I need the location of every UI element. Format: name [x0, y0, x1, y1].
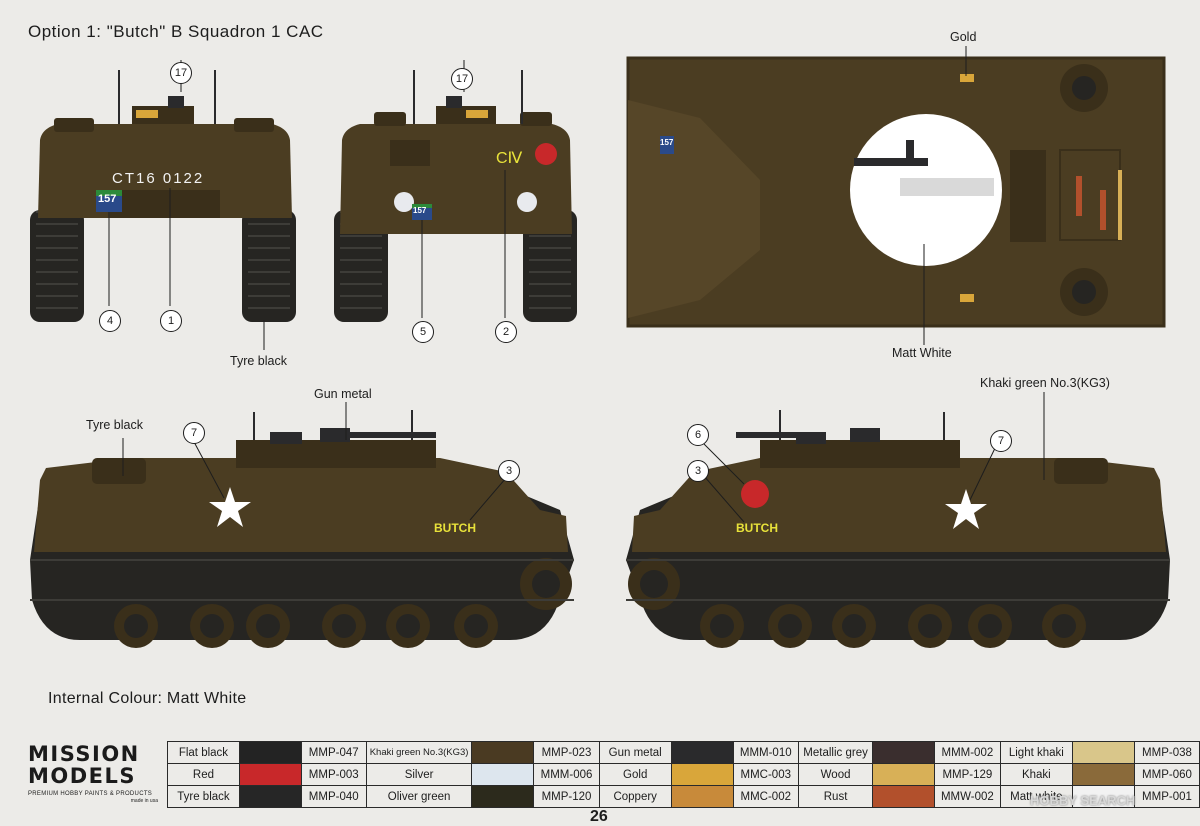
- label-khaki-green: Khaki green No.3(KG3): [980, 376, 1110, 390]
- paint-code: MMM-010: [732, 741, 799, 764]
- butch-marking-right: BUTCH: [736, 521, 778, 535]
- paint-name: Wood: [797, 763, 874, 786]
- paint-code: MMP-129: [934, 763, 1001, 786]
- callout-3-right: 3: [687, 460, 709, 482]
- paint-name: Flat black: [167, 741, 240, 764]
- front-view: [30, 60, 296, 350]
- label-tyre-black-front: Tyre black: [230, 354, 287, 368]
- top-view: [626, 46, 1166, 345]
- paint-code: MMP-040: [300, 785, 367, 808]
- bridge-marking-rear: 157: [413, 206, 427, 215]
- paint-name: Coppery: [598, 785, 672, 808]
- paint-name: Gun metal: [598, 741, 672, 764]
- serial-marking: CT16 0122: [112, 170, 205, 187]
- paint-swatch: [238, 763, 302, 786]
- label-gold: Gold: [950, 30, 977, 44]
- bridge-marking-front: 157: [98, 193, 117, 205]
- callout-17-rear: 17: [451, 68, 473, 90]
- right-side-view: [626, 392, 1170, 648]
- paint-name: Light khaki: [999, 741, 1074, 764]
- callout-5: 5: [412, 321, 434, 343]
- paint-code: MMP-003: [300, 763, 367, 786]
- paint-swatch: [471, 741, 535, 764]
- cv-marking: CⅣ: [496, 150, 523, 167]
- mission-models-logo: MISSION MODELS PREMIUM HOBBY PAINTS & PR…: [28, 742, 158, 804]
- paint-code: MMW-002: [934, 785, 1001, 808]
- callout-7-right: 7: [990, 430, 1012, 452]
- paint-swatch: [1072, 741, 1135, 764]
- paint-code: MMP-060: [1133, 763, 1200, 786]
- paint-swatch: [670, 741, 734, 764]
- bridge-marking-top: 157: [660, 138, 674, 147]
- paint-swatch: [872, 763, 936, 786]
- paint-swatch: [471, 785, 535, 808]
- callout-4: 4: [99, 310, 121, 332]
- paint-code: MMP-038: [1133, 741, 1200, 764]
- paint-swatch: [872, 785, 936, 808]
- paint-name: Silver: [365, 763, 473, 786]
- paint-code: MMP-047: [300, 741, 367, 764]
- paint-swatch: [872, 741, 936, 764]
- callout-17-front: 17: [170, 62, 192, 84]
- label-matt-white: Matt White: [892, 346, 952, 360]
- paint-code: MMC-003: [732, 763, 799, 786]
- option-title: Option 1: "Butch" B Squadron 1 CAC: [28, 22, 324, 41]
- paint-swatch: [238, 785, 302, 808]
- callout-3-left: 3: [498, 460, 520, 482]
- paint-code: MMP-120: [533, 785, 600, 808]
- butch-marking-left: BUTCH: [434, 521, 476, 535]
- callout-1: 1: [160, 310, 182, 332]
- paint-name: Oliver green: [365, 785, 473, 808]
- paint-name: Khaki: [999, 763, 1074, 786]
- paint-name: Khaki green No.3(KG3): [365, 741, 473, 764]
- paint-name: Red: [167, 763, 240, 786]
- paint-code: MMP-001: [1133, 785, 1200, 808]
- callout-2: 2: [495, 321, 517, 343]
- page-number: 26: [590, 808, 608, 825]
- paint-swatch: [238, 741, 302, 764]
- paint-name: Rust: [797, 785, 874, 808]
- rear-view: [334, 60, 577, 322]
- paint-name: Metallic grey: [797, 741, 874, 764]
- paint-code: MMC-002: [732, 785, 799, 808]
- label-tyre-black-side: Tyre black: [86, 418, 143, 432]
- paint-code: MMP-023: [533, 741, 600, 764]
- left-side-view: [30, 402, 574, 648]
- paint-swatch: [1072, 785, 1135, 808]
- paint-swatch: [670, 763, 734, 786]
- paint-code: MMM-002: [934, 741, 1001, 764]
- watermark: HOBBY SEARCH: [1030, 793, 1136, 808]
- callout-6: 6: [687, 424, 709, 446]
- paint-name: Gold: [598, 763, 672, 786]
- paint-code: MMM-006: [533, 763, 600, 786]
- label-gun-metal: Gun metal: [314, 387, 372, 401]
- paint-swatch: [471, 763, 535, 786]
- paint-swatch: [1072, 763, 1135, 786]
- paint-name: Tyre black: [167, 785, 240, 808]
- paint-swatch: [670, 785, 734, 808]
- callout-7-left: 7: [183, 422, 205, 444]
- paint-name: Matt white: [999, 785, 1074, 808]
- internal-colour-note: Internal Colour: Matt White: [48, 690, 247, 707]
